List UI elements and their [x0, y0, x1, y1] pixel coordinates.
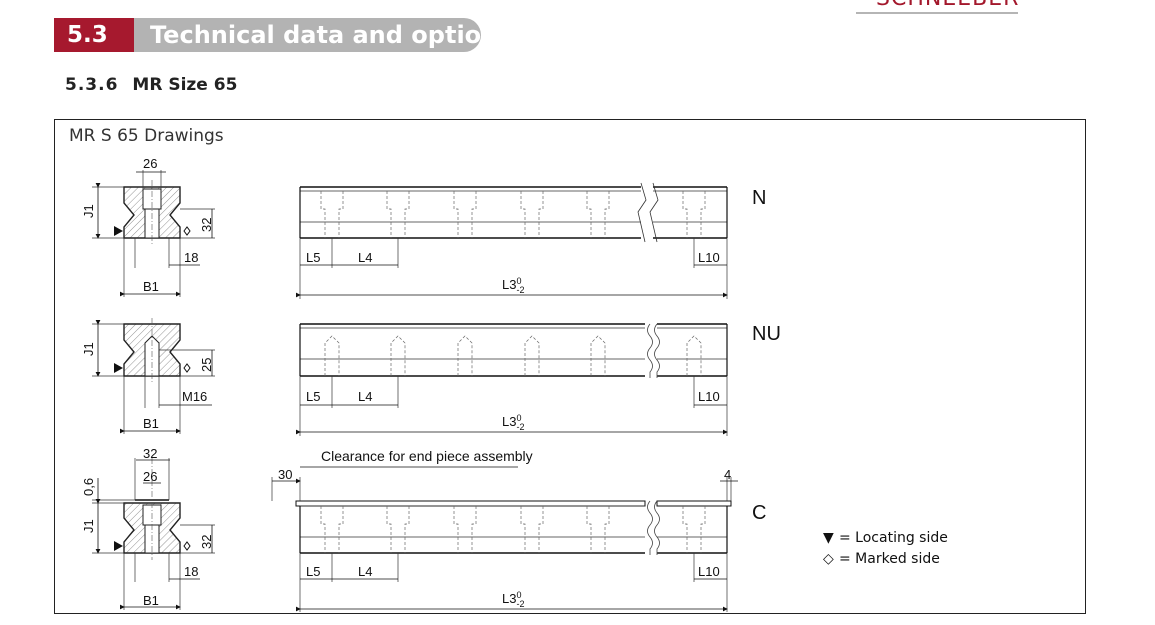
drawing-frame: MR S 65 Drawings ▼ = Locating side ◇ = Mar…: [54, 119, 1086, 614]
filled-triangle-icon: [114, 363, 123, 373]
label-l10: L10: [698, 564, 720, 579]
dim-thread-depth: 25: [199, 358, 214, 372]
hollow-diamond-icon: [183, 226, 191, 236]
label-l10: L10: [698, 389, 720, 404]
subsection-heading: 5.3.6 MR Size 65: [65, 75, 237, 95]
subsection-number: 5.3.6: [65, 75, 119, 95]
label-l5: L5: [306, 564, 320, 579]
rail-nu: [296, 323, 728, 436]
label-l3: L30-2: [502, 590, 525, 609]
dim-cover-thickness: 0,6: [81, 478, 96, 496]
label-l4: L4: [358, 389, 372, 404]
cross-section-n: [92, 170, 215, 297]
rail-c: [271, 466, 738, 612]
legend-item-marked: ◇ = Marked side: [823, 549, 948, 570]
label-l4: L4: [358, 564, 372, 579]
section-header: 5.3 Technical data and options: [54, 18, 513, 52]
legend: ▼ = Locating side ◇ = Marked side: [823, 528, 948, 570]
legend-label: = Locating side: [839, 530, 948, 546]
dim-top-width: 26: [143, 156, 157, 171]
section-number: 5.3: [54, 18, 134, 52]
cross-section-c: [92, 458, 215, 610]
dim-height: J1: [81, 204, 96, 218]
filled-triangle-icon: [114, 226, 123, 236]
variant-code-n: N: [752, 187, 766, 209]
label-l3: L30-2: [502, 413, 525, 432]
dim-width: B1: [143, 279, 159, 294]
hollow-diamond-icon: [183, 363, 191, 373]
label-l5: L5: [306, 250, 320, 265]
dim-top-width: 26: [143, 469, 157, 484]
dim-width: B1: [143, 416, 159, 431]
variant-code-nu: NU: [752, 323, 781, 345]
brand-logo: SCHNEEBERGER: [856, 0, 1018, 14]
legend-item-locating: ▼ = Locating side: [823, 528, 948, 549]
dim-thread-depth: 32: [199, 218, 214, 232]
dim-thread-depth: 32: [199, 535, 214, 549]
hollow-diamond-icon: ◇: [823, 551, 834, 567]
dim-clearance-right: 4: [724, 467, 731, 482]
hollow-diamond-icon: [183, 541, 191, 551]
label-l10: L10: [698, 250, 720, 265]
dim-hole: 18: [184, 564, 198, 579]
variant-code-c: C: [752, 502, 766, 524]
dim-height: J1: [81, 342, 96, 356]
subsection-title: MR Size 65: [132, 75, 238, 95]
dim-hole: M16: [182, 389, 207, 404]
drawing-title: MR S 65 Drawings: [69, 126, 224, 146]
dim-cover-width: 32: [143, 446, 157, 461]
filled-triangle-icon: [114, 541, 123, 551]
label-l5: L5: [306, 389, 320, 404]
dim-height: J1: [81, 519, 96, 533]
brand-logo-underline: [856, 12, 1018, 14]
filled-triangle-icon: ▼: [823, 530, 834, 546]
dim-width: B1: [143, 593, 159, 608]
label-l4: L4: [358, 250, 372, 265]
rail-n: [296, 182, 728, 299]
label-l3: L30-2: [502, 276, 525, 295]
section-title: Technical data and options: [150, 21, 513, 49]
clearance-annotation: Clearance for end piece assembly: [321, 448, 533, 464]
dim-clearance-left: 30: [278, 467, 292, 482]
legend-label: = Marked side: [839, 551, 940, 567]
brand-logo-text: SCHNEEBERGER: [876, 0, 1018, 11]
cross-section-nu: [92, 318, 215, 434]
dim-hole: 18: [184, 250, 198, 265]
